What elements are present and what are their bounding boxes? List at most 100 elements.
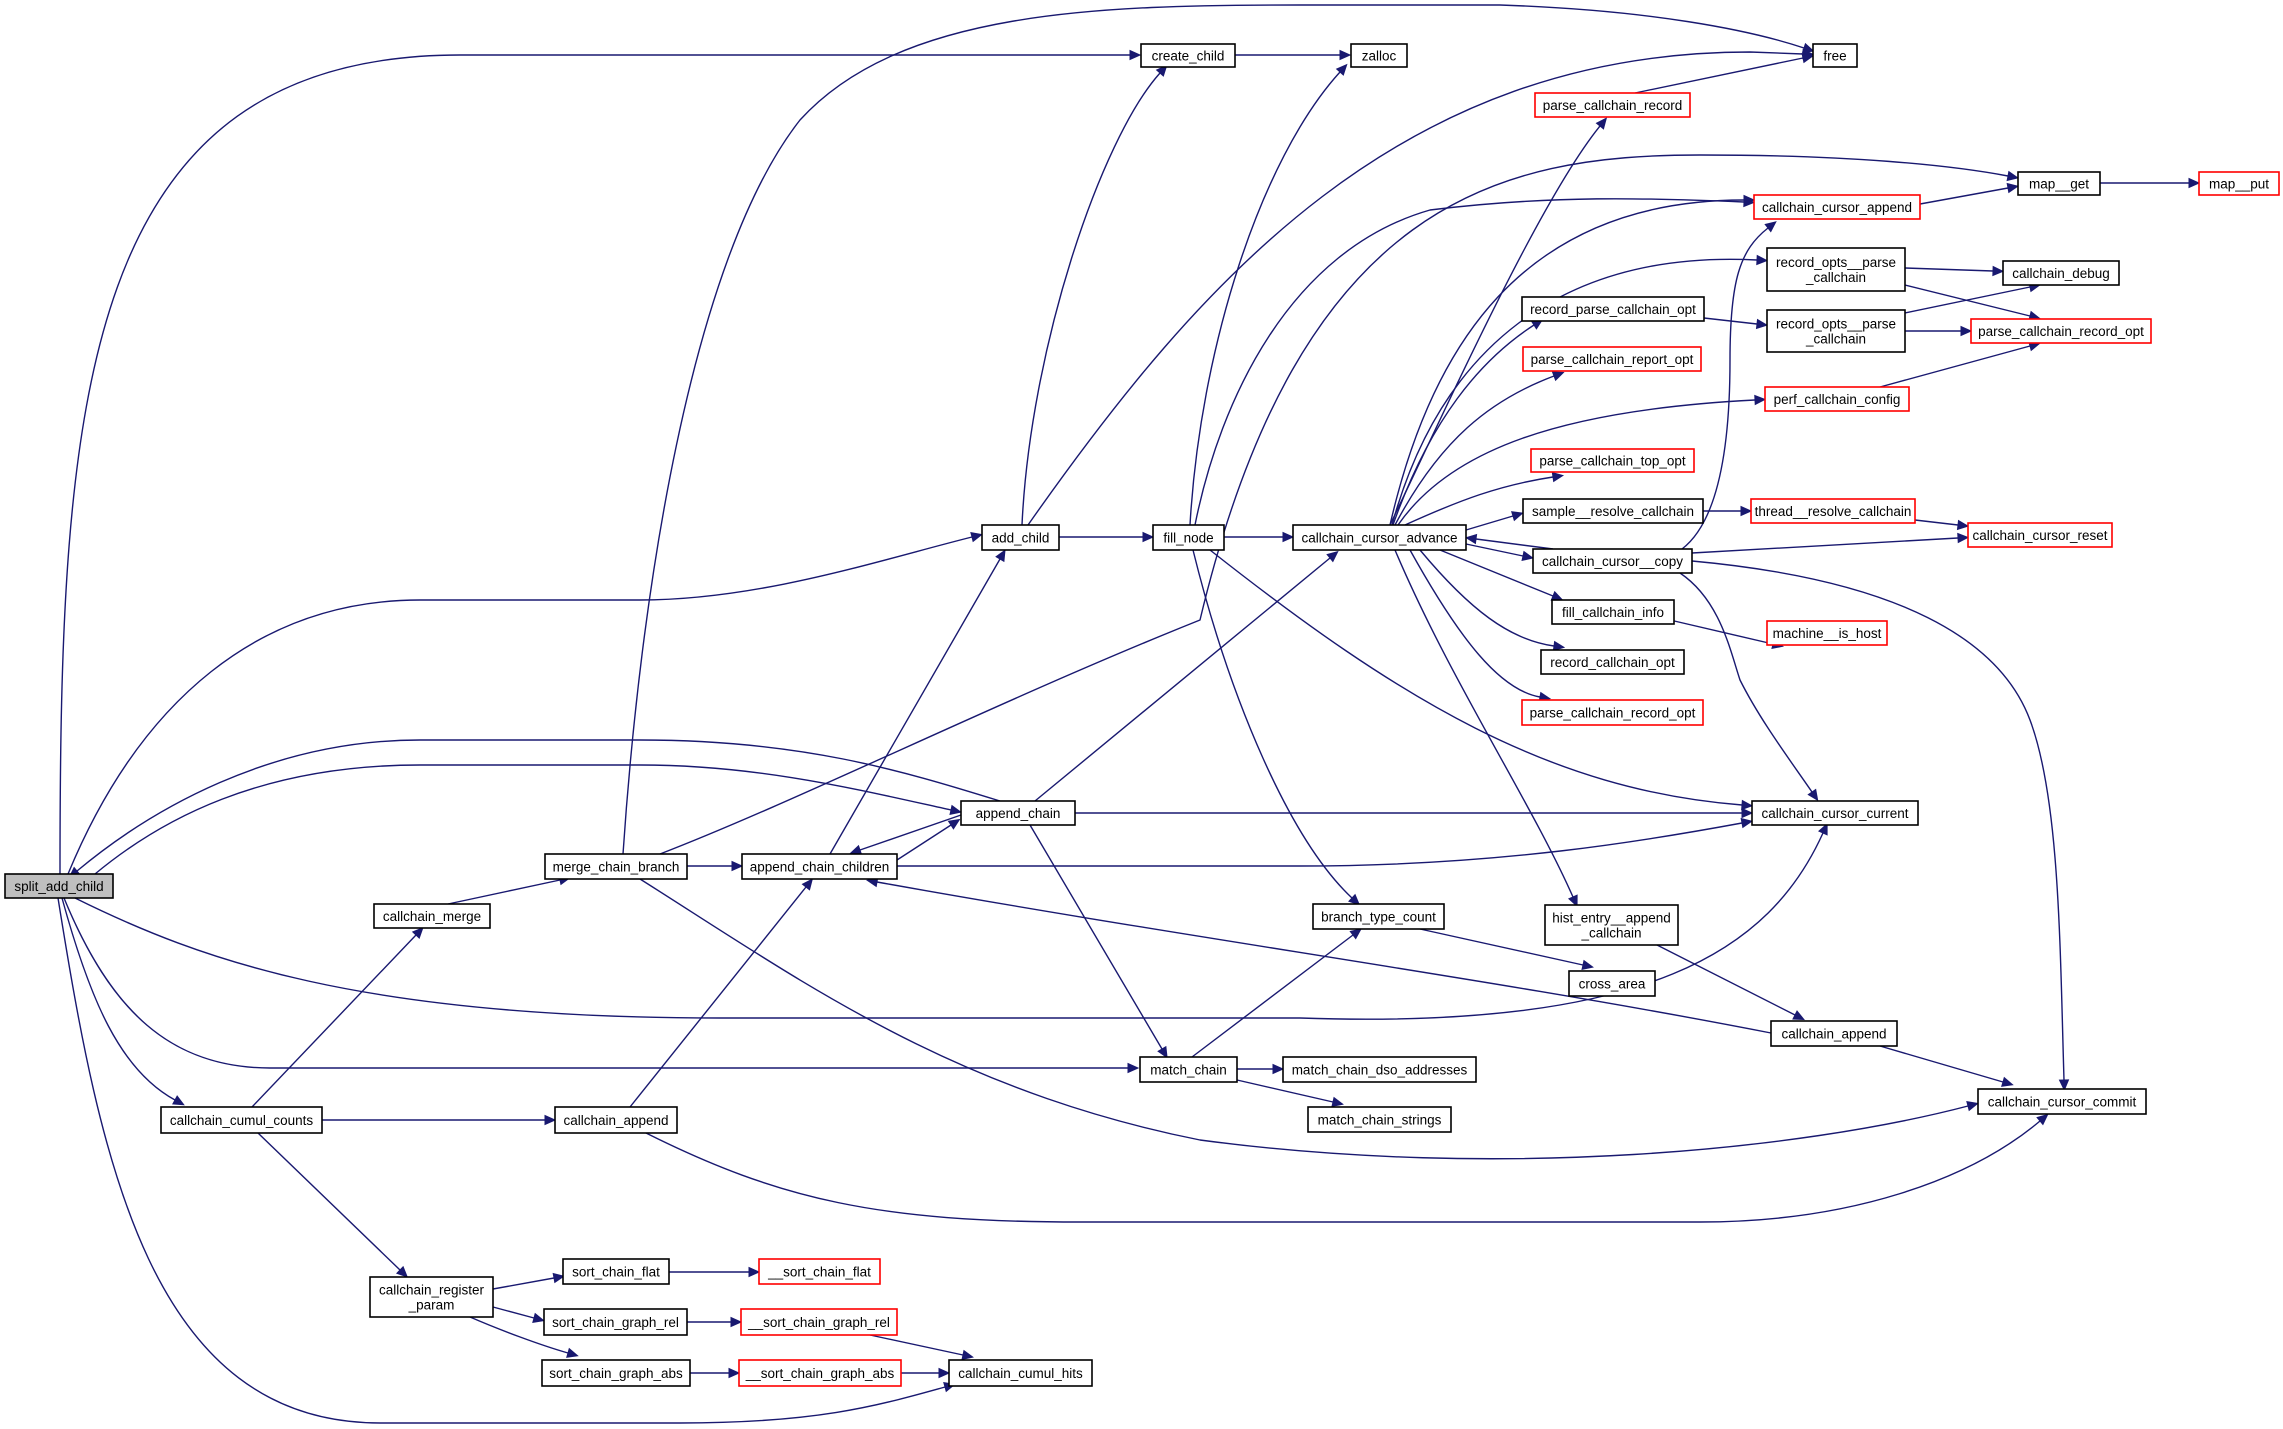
node-box[interactable] xyxy=(1350,43,1408,68)
node-sort-chain-flat[interactable]: sort_chain_flat xyxy=(562,1258,670,1285)
node-thread--resolve-callchain[interactable]: thread__resolve_callchain xyxy=(1750,498,1916,524)
node-map--put[interactable]: map__put xyxy=(2198,171,2280,196)
node-callchain-cursor--copy[interactable]: callchain_cursor__copy xyxy=(1532,548,1693,574)
node-box[interactable] xyxy=(554,1106,678,1134)
node-box[interactable] xyxy=(1764,386,1910,412)
node-parse-callchain-report-opt[interactable]: parse_callchain_report_opt xyxy=(1522,346,1702,372)
node-perf-callchain-config[interactable]: perf_callchain_config xyxy=(1764,386,1910,412)
node-box[interactable] xyxy=(1977,1088,2147,1115)
node-box[interactable] xyxy=(160,1106,323,1134)
node-cross-area[interactable]: cross_area xyxy=(1568,970,1656,997)
node-add-child[interactable]: add_child xyxy=(981,524,1060,551)
node-box[interactable] xyxy=(544,853,688,880)
node-callchain-cursor-append[interactable]: callchain_cursor_append xyxy=(1753,194,1921,220)
node-record-opts--parse-callchain-a[interactable]: record_opts__parse_callchain xyxy=(1766,247,1906,292)
node-box[interactable] xyxy=(1521,296,1705,322)
node-callchain-cursor-commit[interactable]: callchain_cursor_commit xyxy=(1977,1088,2147,1115)
node-box[interactable] xyxy=(369,1276,494,1318)
node-box[interactable] xyxy=(1766,309,1906,353)
node-hist-entry--append-callchain[interactable]: hist_entry__append_callchain xyxy=(1544,904,1679,946)
node-callchain-cumul-counts[interactable]: callchain_cumul_counts xyxy=(160,1106,323,1134)
node-box[interactable] xyxy=(1282,1056,1477,1083)
node-box[interactable] xyxy=(1970,318,2152,344)
node-fill-node[interactable]: fill_node xyxy=(1152,524,1225,551)
node-merge-chain-branch[interactable]: merge_chain_branch xyxy=(544,853,688,880)
node-box[interactable] xyxy=(740,1308,898,1336)
node-parse-callchain-record[interactable]: parse_callchain_record xyxy=(1534,92,1691,118)
node-record-opts--parse-callchain-b[interactable]: record_opts__parse_callchain xyxy=(1766,309,1906,353)
node-box[interactable] xyxy=(981,524,1060,551)
node-box[interactable] xyxy=(1140,43,1236,68)
node-box[interactable] xyxy=(1139,1056,1238,1083)
node-callchain-merge[interactable]: callchain_merge xyxy=(373,903,491,929)
node-box[interactable] xyxy=(1750,498,1916,524)
node-box[interactable] xyxy=(738,1359,902,1387)
node-box[interactable] xyxy=(4,873,114,899)
node-record-parse-callchain-opt[interactable]: record_parse_callchain_opt xyxy=(1521,296,1705,322)
node-sample--resolve-callchain[interactable]: sample__resolve_callchain xyxy=(1522,498,1704,524)
node-box[interactable] xyxy=(1753,194,1921,220)
node-box[interactable] xyxy=(1751,800,1919,826)
node-box[interactable] xyxy=(1766,247,1906,292)
node-box[interactable] xyxy=(1534,92,1691,118)
node-box[interactable] xyxy=(1522,346,1702,372)
node-parse-callchain-record-opt-a[interactable]: parse_callchain_record_opt xyxy=(1970,318,2152,344)
node-box[interactable] xyxy=(1307,1106,1452,1133)
node-box[interactable] xyxy=(1967,522,2113,548)
node-box[interactable] xyxy=(1521,699,1704,726)
node-box[interactable] xyxy=(1544,904,1679,946)
node-box[interactable] xyxy=(741,853,898,880)
node-parse-callchain-record-opt-b[interactable]: parse_callchain_record_opt xyxy=(1521,699,1704,726)
node-box[interactable] xyxy=(373,903,491,929)
node-branch-type-count[interactable]: branch_type_count xyxy=(1312,903,1445,930)
node-box[interactable] xyxy=(562,1258,670,1285)
node-box[interactable] xyxy=(948,1359,1093,1387)
node-box[interactable] xyxy=(1766,620,1888,646)
node-callchain-append-l[interactable]: callchain_append xyxy=(554,1106,678,1134)
node-append-chain-children[interactable]: append_chain_children xyxy=(741,853,898,880)
node-callchain-cursor-advance[interactable]: callchain_cursor_advance xyxy=(1292,524,1467,551)
node-callchain-debug[interactable]: callchain_debug xyxy=(2002,260,2120,286)
node-match-chain[interactable]: match_chain xyxy=(1139,1056,1238,1083)
node-box[interactable] xyxy=(1770,1020,1898,1047)
node-box[interactable] xyxy=(2002,260,2120,286)
node---sort-chain-graph-abs[interactable]: __sort_chain_graph_abs xyxy=(738,1359,902,1387)
node-box[interactable] xyxy=(960,800,1076,826)
node-box[interactable] xyxy=(1152,524,1225,551)
node-box[interactable] xyxy=(541,1359,691,1387)
node-split-add-child[interactable]: split_add_child xyxy=(4,873,114,899)
node-callchain-append-r[interactable]: callchain_append xyxy=(1770,1020,1898,1047)
node-sort-chain-graph-rel[interactable]: sort_chain_graph_rel xyxy=(543,1308,688,1336)
node-box[interactable] xyxy=(1532,548,1693,574)
node-box[interactable] xyxy=(543,1308,688,1336)
node-box[interactable] xyxy=(1530,448,1695,473)
node---sort-chain-flat[interactable]: __sort_chain_flat xyxy=(758,1258,881,1285)
node-box[interactable] xyxy=(1540,649,1685,675)
node-callchain-cumul-hits[interactable]: callchain_cumul_hits xyxy=(948,1359,1093,1387)
node-callchain-cursor-current[interactable]: callchain_cursor_current xyxy=(1751,800,1919,826)
node-map--get[interactable]: map__get xyxy=(2017,171,2101,196)
node-box[interactable] xyxy=(1292,524,1467,551)
node-box[interactable] xyxy=(1551,599,1675,625)
node-callchain-register-param[interactable]: callchain_register_param xyxy=(369,1276,494,1318)
node-callchain-cursor-reset[interactable]: callchain_cursor_reset xyxy=(1967,522,2113,548)
node-record-callchain-opt[interactable]: record_callchain_opt xyxy=(1540,649,1685,675)
node-fill-callchain-info[interactable]: fill_callchain_info xyxy=(1551,599,1675,625)
node-parse-callchain-top-opt[interactable]: parse_callchain_top_opt xyxy=(1530,448,1695,473)
node-box[interactable] xyxy=(1522,498,1704,524)
node-box[interactable] xyxy=(2017,171,2101,196)
node-machine--is-host[interactable]: machine__is_host xyxy=(1766,620,1888,646)
node-box[interactable] xyxy=(1812,43,1858,68)
node-free[interactable]: free xyxy=(1812,43,1858,68)
node---sort-chain-graph-rel[interactable]: __sort_chain_graph_rel xyxy=(740,1308,898,1336)
node-append-chain[interactable]: append_chain xyxy=(960,800,1076,826)
node-create-child[interactable]: create_child xyxy=(1140,43,1236,68)
node-box[interactable] xyxy=(2198,171,2280,196)
node-box[interactable] xyxy=(1312,903,1445,930)
node-sort-chain-graph-abs[interactable]: sort_chain_graph_abs xyxy=(541,1359,691,1387)
node-box[interactable] xyxy=(1568,970,1656,997)
node-box[interactable] xyxy=(758,1258,881,1285)
node-match-chain-strings[interactable]: match_chain_strings xyxy=(1307,1106,1452,1133)
node-zalloc[interactable]: zalloc xyxy=(1350,43,1408,68)
node-match-chain-dso-addresses[interactable]: match_chain_dso_addresses xyxy=(1282,1056,1477,1083)
